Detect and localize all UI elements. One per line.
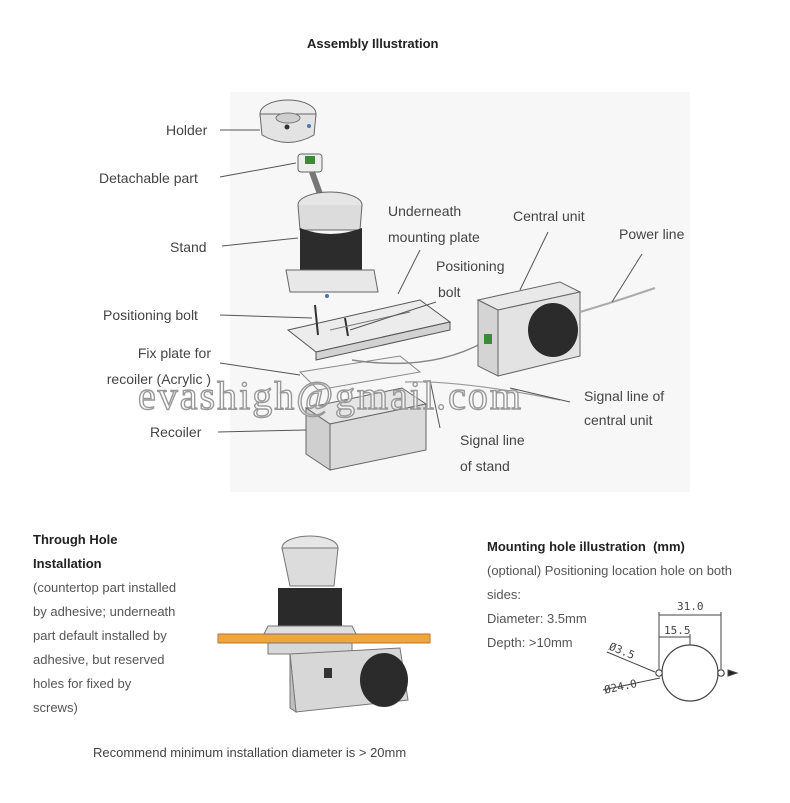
label-positioning-line2: bolt — [438, 284, 461, 300]
label-power-line: Power line — [619, 226, 685, 242]
signal-line-stand — [351, 341, 485, 365]
through-hole-desc-5: holes for fixed by — [33, 676, 132, 691]
label-signal-stand-line1: Signal line — [460, 432, 525, 448]
label-recoiler: Recoiler — [150, 424, 202, 440]
label-underneath-plate: Underneath mounting plate — [388, 198, 480, 250]
label-signal-line-stand: Signal line of stand — [460, 427, 525, 479]
label-underneath-line2: mounting plate — [388, 229, 480, 245]
watermark-text: evashigh@gmail.com — [137, 372, 523, 418]
holder-part — [259, 99, 317, 143]
mounting-hole-section: Mounting hole illustration (mm) (optiona… — [487, 535, 777, 655]
through-hole-heading-line1: Through Hole — [33, 532, 118, 547]
through-hole-desc-3: part default installed by — [33, 628, 167, 643]
label-positioning-bolt-left: Positioning bolt — [103, 307, 198, 323]
label-holder: Holder — [166, 122, 208, 138]
mounting-hole-drawing — [602, 612, 739, 702]
dim-15-5: 15.5 — [664, 624, 691, 637]
through-hole-desc-2: by adhesive; underneath — [33, 604, 176, 619]
stand-part — [285, 191, 379, 298]
label-central-unit: Central unit — [513, 208, 585, 224]
countertop-board — [217, 633, 431, 644]
recommend-note: Recommend minimum installation diameter … — [93, 745, 407, 760]
label-fix-plate-line1: Fix plate for — [137, 345, 211, 361]
label-positioning-bolt-right: Positioning bolt — [436, 253, 505, 305]
through-hole-desc-6: screws) — [33, 700, 78, 715]
label-signal-stand-line2: of stand — [460, 458, 510, 474]
label-fix-plate: Fix plate for recoiler (Acrylic ) — [89, 340, 211, 392]
leader-lines — [217, 129, 643, 433]
central-unit-part — [476, 281, 582, 377]
through-hole-heading-line2: Installation — [33, 556, 102, 571]
label-fix-plate-line2: recoiler (Acrylic ) — [106, 371, 211, 387]
mounting-hole-desc-1: (optional) Positioning location hole on … — [487, 563, 733, 578]
power-line-cable — [579, 287, 656, 313]
mounting-hole-desc-2: sides: — [487, 587, 521, 602]
label-stand: Stand — [170, 239, 207, 255]
label-signal-central-line1: Signal line of — [584, 388, 665, 404]
signal-line-central — [404, 381, 561, 401]
recoiler-part — [304, 387, 428, 471]
label-signal-central-line2: central unit — [584, 412, 653, 428]
through-hole-illustration — [217, 535, 431, 714]
through-hole-section: Through Hole Installation (countertop pa… — [33, 528, 213, 720]
dim-31: 31.0 — [677, 600, 704, 613]
mounting-hole-diameter: Diameter: 3.5mm — [487, 611, 587, 626]
mounting-hole-depth: Depth: >10mm — [487, 635, 573, 650]
page-title: Assembly Illustration — [307, 36, 439, 51]
label-signal-line-central: Signal line of central unit — [584, 384, 664, 432]
through-hole-desc-1: (countertop part installed — [33, 580, 177, 595]
label-positioning-line1: Positioning — [436, 258, 505, 274]
label-underneath-line1: Underneath — [388, 203, 462, 219]
mounting-hole-heading: Mounting hole illustration (mm) — [487, 539, 685, 554]
mounting-plate-part — [286, 299, 452, 361]
label-detachable-part: Detachable part — [99, 170, 198, 186]
through-hole-desc-4: adhesive, but reserved — [33, 652, 165, 667]
